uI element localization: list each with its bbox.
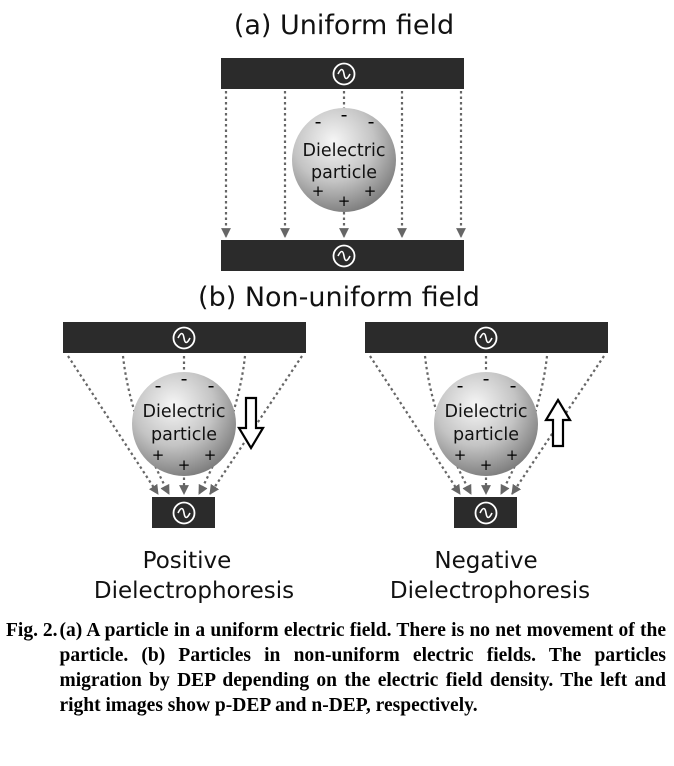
negative-dep-label: Dielectrophoresis bbox=[390, 578, 590, 604]
positive-charge: + bbox=[178, 456, 191, 474]
particle-label: particle bbox=[151, 425, 217, 445]
particle-label: particle bbox=[453, 425, 519, 445]
positive-dep-label: Dielectrophoresis bbox=[94, 578, 294, 604]
figure-caption: Fig. 2. (a) A particle in a uniform elec… bbox=[6, 618, 666, 718]
positive-charge: + bbox=[338, 192, 351, 210]
particle-label: Dielectric bbox=[445, 402, 528, 422]
ac-source-icon bbox=[332, 244, 356, 268]
positive-charge: + bbox=[364, 182, 377, 200]
ac-source-icon bbox=[172, 501, 196, 525]
up-arrow-icon bbox=[544, 397, 572, 448]
ac-source-icon bbox=[474, 326, 498, 350]
panel-a: (a) Uniform field - - - Dielectric parti… bbox=[221, 10, 466, 271]
dielectric-particle bbox=[292, 108, 396, 212]
figure-caption-text: (a) A particle in a uniform electric fie… bbox=[59, 620, 666, 716]
positive-dep-label: Positive bbox=[143, 548, 232, 574]
panel-b-left: - - - Dielectric particle + + + Positive… bbox=[63, 322, 306, 604]
negative-charge: - bbox=[208, 375, 215, 397]
negative-charge: - bbox=[368, 111, 375, 133]
positive-charge: + bbox=[152, 446, 165, 464]
ac-source-icon bbox=[332, 62, 356, 86]
panel-b-right: - - - Dielectric particle + + + Negative… bbox=[365, 322, 608, 604]
negative-dep-label: Negative bbox=[434, 548, 537, 574]
particle-label: Dielectric bbox=[143, 402, 226, 422]
panel-a-title: (a) Uniform field bbox=[234, 10, 454, 41]
negative-charge: - bbox=[181, 368, 188, 390]
negative-charge: - bbox=[155, 375, 162, 397]
negative-charge: - bbox=[315, 111, 322, 133]
figure-caption-label: Fig. 2. bbox=[6, 620, 58, 641]
particle-label: Dielectric bbox=[303, 141, 386, 161]
positive-charge: + bbox=[312, 182, 325, 200]
dep-figure: (a) Uniform field - - - Dielectric parti… bbox=[63, 10, 608, 604]
ac-source-icon bbox=[474, 501, 498, 525]
positive-charge: + bbox=[204, 446, 217, 464]
positive-charge: + bbox=[506, 446, 519, 464]
dielectric-particle bbox=[132, 372, 236, 476]
panel-b-title: (b) Non-uniform field bbox=[198, 282, 480, 313]
dielectric-particle bbox=[434, 372, 538, 476]
negative-charge: - bbox=[510, 375, 517, 397]
ac-source-icon bbox=[172, 326, 196, 350]
positive-charge: + bbox=[480, 456, 493, 474]
negative-charge: - bbox=[483, 368, 490, 390]
particle-label: particle bbox=[311, 163, 377, 183]
down-arrow-icon bbox=[237, 396, 265, 451]
negative-charge: - bbox=[457, 375, 464, 397]
positive-charge: + bbox=[454, 446, 467, 464]
negative-charge: - bbox=[341, 104, 348, 126]
